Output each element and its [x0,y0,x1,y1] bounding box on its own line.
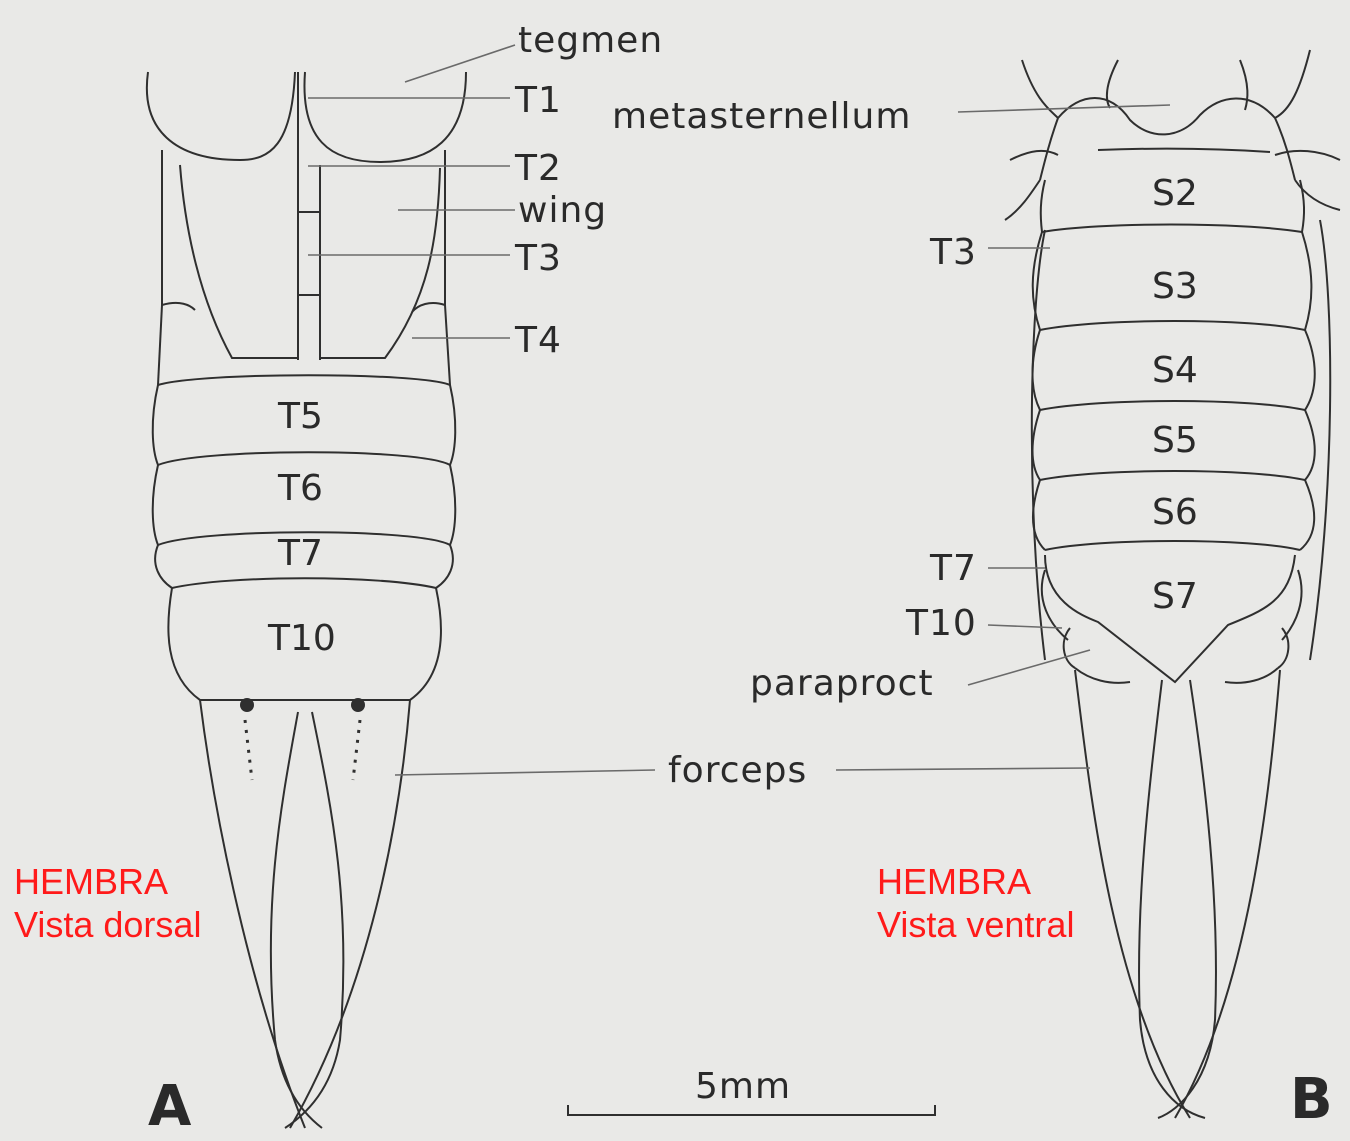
label-wing: wing [518,190,607,231]
forceps-a-right [290,700,410,1128]
tegmen-right [304,72,466,162]
figure-a-drawing [147,72,466,1128]
segment-t5: T5 [277,396,323,437]
segment-s3: S3 [1152,266,1198,307]
label-t1: T1 [514,80,562,121]
figure-a-leaders [308,45,655,775]
panel-letter-b: B [1290,1067,1333,1132]
forceps-a-left-inner [271,712,322,1128]
annotation-dorsal-line2: Vista dorsal [14,903,201,946]
label-metasternellum: metasternellum [612,96,911,137]
wing-left [180,165,298,358]
forceps-b-left [1075,670,1190,1118]
annotation-ventral-line1: HEMBRA [877,860,1074,903]
s7-plate [1045,555,1295,682]
annotation-ventral-line2: Vista ventral [877,903,1074,946]
label-t4: T4 [514,320,562,361]
forceps-b-left-inner [1139,680,1205,1118]
label-forceps: forceps [668,750,807,791]
annotation-dorsal-line1: HEMBRA [14,860,201,903]
label-t3-a: T3 [514,238,562,279]
metasternellum-plate [1058,98,1275,134]
segment-s6: S6 [1152,492,1198,533]
segment-t10: T10 [267,618,336,659]
label-t10-b: T10 [905,603,977,644]
segment-s5: S5 [1152,420,1198,461]
segment-t7: T7 [277,533,323,574]
label-tegmen: tegmen [518,20,663,61]
annotation-dorsal: HEMBRA Vista dorsal [14,860,201,946]
scale-bar-label: 5mm [695,1066,791,1107]
forceps-a-right-inner [285,712,343,1128]
panel-letter-a: A [148,1074,192,1137]
label-paraproct: paraproct [750,663,934,704]
tegmen-left [147,72,295,160]
segment-s2: S2 [1152,173,1198,214]
segment-s7: S7 [1152,576,1198,617]
label-t2: T2 [514,148,562,189]
label-t7-b: T7 [929,548,977,589]
annotation-ventral: HEMBRA Vista ventral [877,860,1074,946]
segment-s4: S4 [1152,350,1198,391]
segment-t6: T6 [277,468,323,509]
wing-right [320,168,440,358]
forceps-b-right [1175,670,1280,1118]
label-t3-b: T3 [929,232,977,273]
